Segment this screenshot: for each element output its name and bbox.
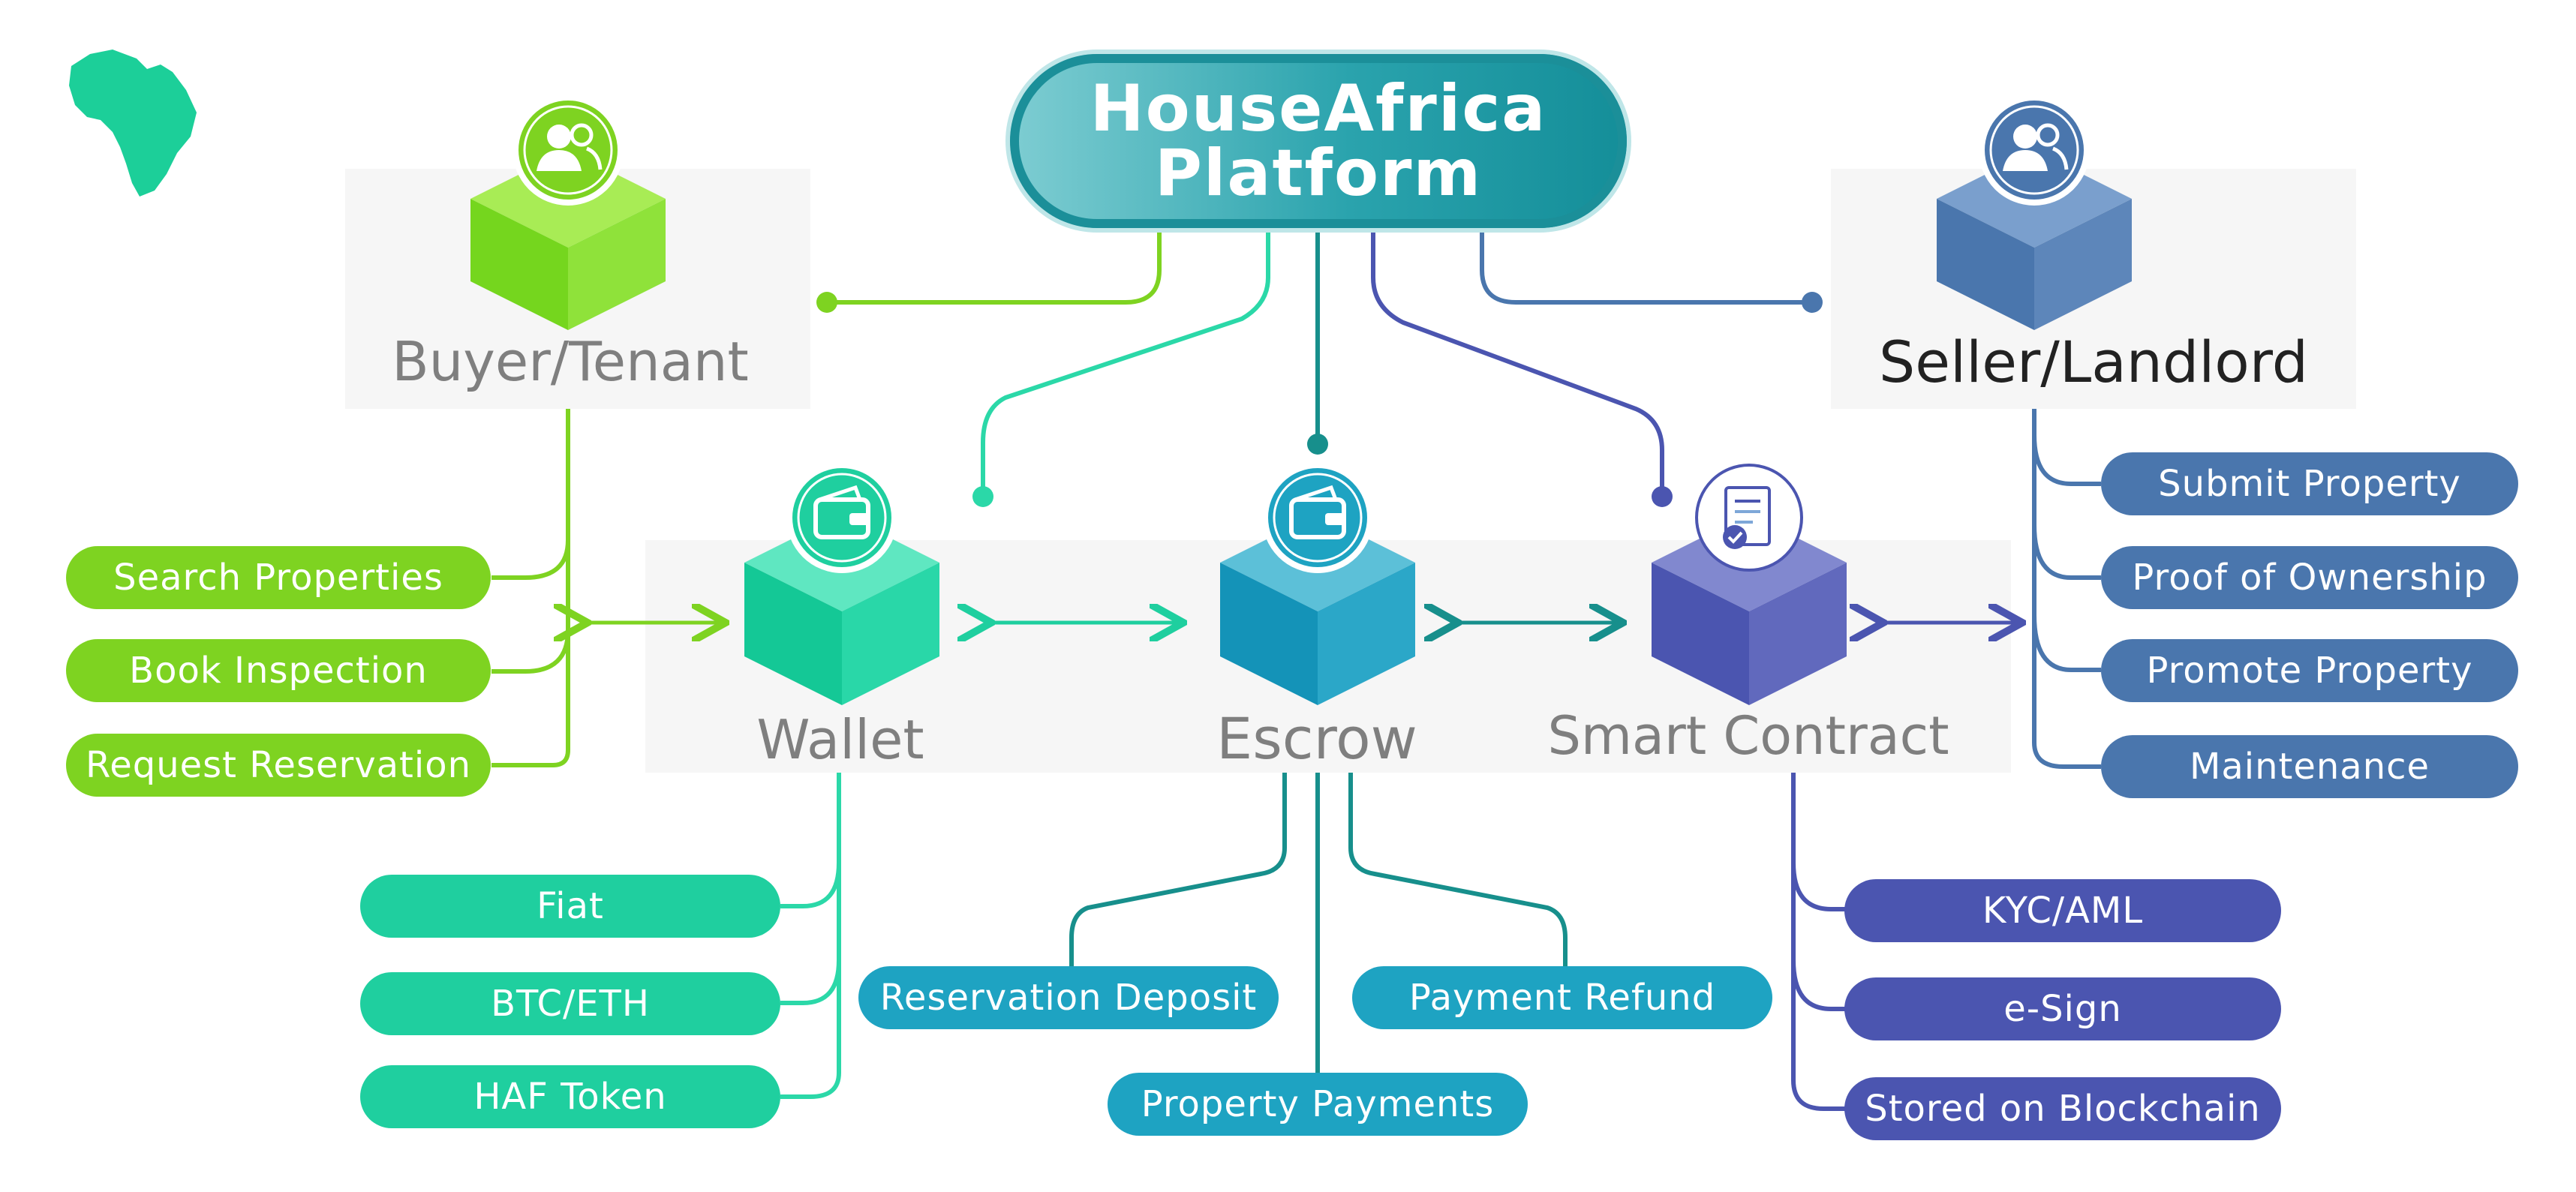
buyer-item: Search Properties bbox=[66, 546, 491, 609]
line-title-buyer bbox=[827, 229, 1162, 305]
seller-tree bbox=[2032, 409, 2101, 769]
dot-buyer bbox=[816, 292, 837, 313]
escrow-item: Property Payments bbox=[1108, 1073, 1528, 1136]
dot-seller bbox=[1802, 292, 1823, 313]
node-label-wallet: Wallet bbox=[756, 708, 924, 771]
dot-wallet bbox=[972, 486, 993, 507]
contract-item: KYC/AML bbox=[1844, 879, 2281, 942]
seller-item: Maintenance bbox=[2101, 735, 2518, 798]
buyer-item: Request Reservation bbox=[66, 734, 491, 797]
line-title-seller bbox=[1480, 229, 1812, 305]
escrow-tree bbox=[1069, 773, 1568, 1080]
buyer-tree bbox=[491, 409, 570, 767]
escrow-item: Reservation Deposit bbox=[858, 966, 1279, 1029]
wallet-item: BTC/ETH bbox=[360, 972, 780, 1035]
africa-logo-icon bbox=[69, 50, 197, 197]
line-title-contract bbox=[1371, 229, 1664, 495]
escrow-item: Payment Refund bbox=[1352, 966, 1772, 1029]
contract-tree bbox=[1791, 773, 1846, 1111]
wallet-item: HAF Token bbox=[360, 1065, 780, 1128]
line-title-wallet bbox=[981, 229, 1270, 495]
contract-item: Stored on Blockchain bbox=[1844, 1077, 2281, 1140]
wallet-tree bbox=[780, 773, 841, 1099]
platform-title-pill: HouseAfrica Platform bbox=[1010, 54, 1627, 228]
node-label-seller: Seller/Landlord bbox=[1879, 329, 2308, 395]
dot-escrow bbox=[1307, 434, 1328, 455]
seller-item: Proof of Ownership bbox=[2101, 546, 2518, 609]
contract-item: e-Sign bbox=[1844, 977, 2281, 1040]
seller-item: Promote Property bbox=[2101, 639, 2518, 702]
wallet-icon bbox=[786, 462, 897, 573]
platform-title-line1: HouseAfrica bbox=[1090, 71, 1547, 146]
buyer-item: Book Inspection bbox=[66, 639, 491, 702]
platform-title-line2: Platform bbox=[1154, 136, 1483, 211]
dot-contract bbox=[1652, 486, 1673, 507]
seller-item: Submit Property bbox=[2101, 452, 2518, 515]
node-label-contract: Smart Contract bbox=[1547, 705, 1949, 767]
users-icon bbox=[512, 95, 624, 206]
certificate-icon bbox=[1695, 464, 1803, 572]
node-label-escrow: Escrow bbox=[1216, 705, 1417, 772]
users-icon bbox=[1979, 95, 2090, 206]
wallet-item: Fiat bbox=[360, 875, 780, 938]
wallet-icon bbox=[1262, 462, 1373, 573]
node-label-buyer: Buyer/Tenant bbox=[392, 330, 749, 393]
